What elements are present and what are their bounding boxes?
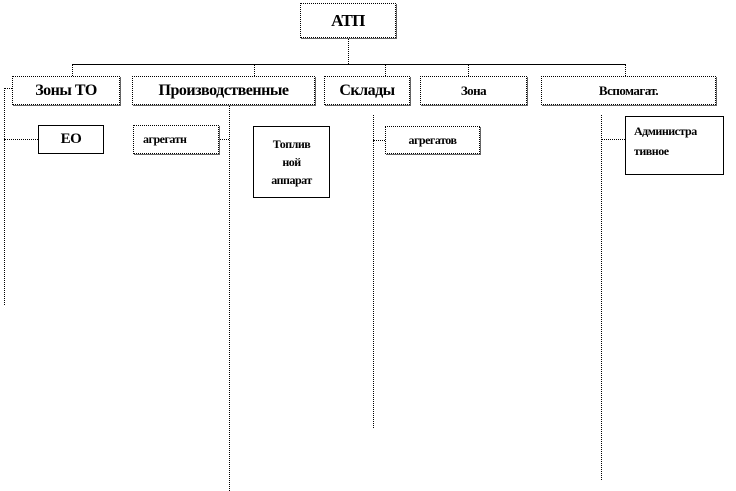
node-zone: Зона xyxy=(420,76,527,105)
node-agregatn: агрегатн xyxy=(133,125,219,154)
connector-eo xyxy=(4,139,38,140)
connector-zone xyxy=(468,64,469,76)
connector-administrative xyxy=(601,139,625,140)
node-fuel-apparatus: Топлив ной аппарат xyxy=(253,126,330,198)
node-agregatov: агрегатов xyxy=(385,126,480,154)
node-production: Производственные xyxy=(132,76,315,105)
connector-auxiliary-trunk xyxy=(601,115,602,480)
node-warehouses: Склады xyxy=(324,76,410,105)
node-zones-to: Зоны ТО xyxy=(12,76,120,105)
connector-zones-trunk xyxy=(4,88,5,305)
connector-root xyxy=(348,38,349,64)
connector-production xyxy=(254,64,255,76)
connector-zones-side xyxy=(4,88,12,89)
connector-auxiliary xyxy=(625,64,626,76)
node-eo: ЕО xyxy=(38,125,104,154)
connector-agregatn xyxy=(219,139,229,140)
connector-bus xyxy=(72,64,625,65)
connector-warehouses-trunk xyxy=(373,115,374,428)
connector-warehouses xyxy=(385,64,386,76)
connector-agregatov xyxy=(373,140,385,141)
node-administrative: Администра тивное xyxy=(625,116,724,175)
node-auxiliary: Вспомагат. xyxy=(541,76,716,105)
connector-production-trunk xyxy=(229,104,230,491)
root-node: АТП xyxy=(300,3,396,38)
connector-zones-to xyxy=(72,64,73,76)
